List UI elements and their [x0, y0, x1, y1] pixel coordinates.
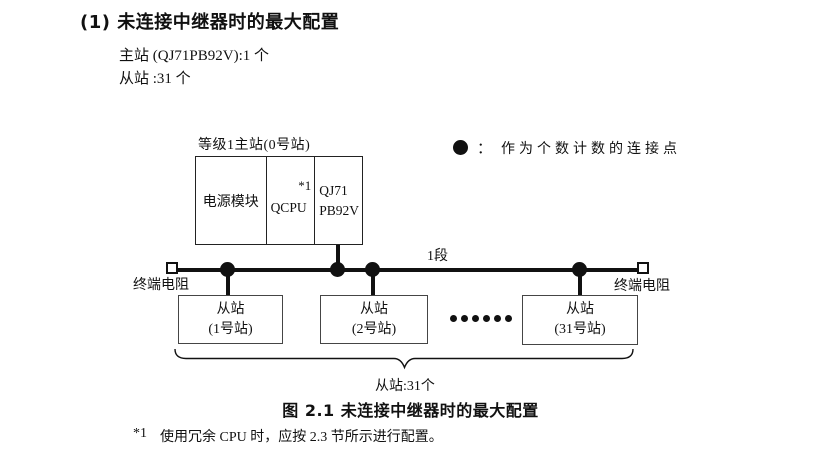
- connection-point-dot: [220, 262, 235, 277]
- slave31-title: 从站: [566, 302, 594, 318]
- terminator-label-right: 终端电阻: [614, 279, 670, 294]
- slave1-number: (1号站): [208, 321, 253, 337]
- slave-group-brace: [174, 348, 634, 370]
- qj71pb92v-line1: QJ71: [319, 182, 348, 198]
- legend: ： 作为个数计数的连接点: [453, 137, 681, 158]
- qcpu-cell: *1 QCPU: [265, 157, 315, 244]
- power-module-cell: 电源模块: [202, 194, 259, 210]
- connection-point-dot: [365, 262, 380, 277]
- master-count-line: 主站 (QJ71PB92V):1 个: [119, 48, 270, 64]
- figure-caption: 图 2.1 未连接中继器时的最大配置: [282, 401, 539, 420]
- master-drop-line: [336, 245, 340, 270]
- terminating-resistor-right-icon: [637, 262, 649, 274]
- footnote-marker: *1: [133, 426, 147, 441]
- master-station-label: 等级1主站(0号站): [198, 138, 311, 153]
- slave-station-2-box: 从站 (2号站): [320, 295, 428, 344]
- bus-segment-line: [172, 268, 643, 272]
- slave-station-1-box: 从站 (1号站): [178, 295, 283, 344]
- segment-label: 1段: [427, 249, 448, 264]
- footnote-ref-marker: *1: [298, 178, 312, 193]
- qj71pb92v-cell: QJ71 PB92V: [314, 157, 362, 244]
- legend-text: 作为个数计数的连接点: [501, 141, 682, 157]
- slave-count-line: 从站 :31 个: [119, 71, 191, 87]
- slave-total-label: 从站:31个: [375, 379, 435, 394]
- slave2-title: 从站: [360, 301, 388, 317]
- terminating-resistor-left-icon: [166, 262, 178, 274]
- slave1-drop-line: [226, 270, 230, 296]
- slave2-number: (2号站): [351, 321, 397, 337]
- slave31-drop-line: [578, 270, 582, 296]
- ellipsis-dots-icon: [450, 315, 512, 322]
- connection-point-dot: [572, 262, 587, 277]
- master-station-box: 电源模块 *1 QCPU QJ71 PB92V: [195, 156, 363, 245]
- footnote-text: 使用冗余 CPU 时，应按 2.3 节所示进行配置。: [160, 430, 443, 445]
- section-title: (1) 未连接中继器时的最大配置: [80, 12, 340, 33]
- slave31-number: (31号站): [554, 322, 606, 337]
- connection-point-dot: [330, 262, 345, 277]
- slave2-drop-line: [371, 270, 375, 296]
- connection-point-legend-icon: [453, 140, 468, 155]
- qj71pb92v-line2: PB92V: [319, 202, 360, 218]
- slave-station-31-box: 从站 (31号站): [522, 295, 638, 345]
- terminator-label-left: 终端电阻: [133, 278, 189, 293]
- slave1-title: 从站: [216, 301, 245, 317]
- footnote: *1 使用冗余 CPU 时，应按 2.3 节所示进行配置。: [133, 426, 443, 446]
- legend-separator: ：: [477, 141, 493, 157]
- qcpu-label: QCPU: [270, 200, 307, 215]
